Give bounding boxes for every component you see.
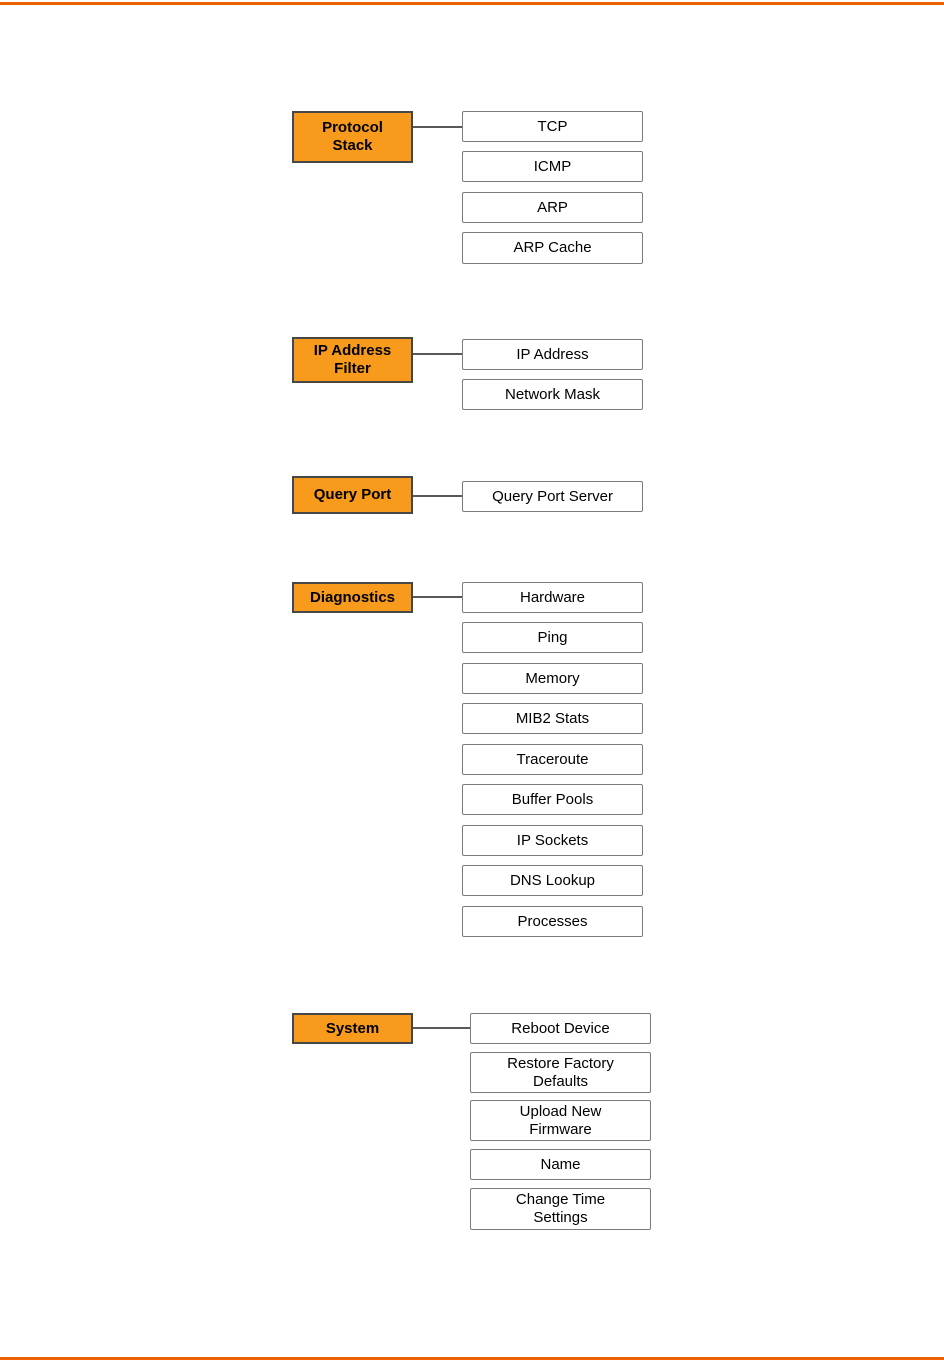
menu-item-traceroute: Traceroute — [462, 744, 643, 775]
menu-item-label: Processes — [517, 912, 588, 930]
menu-item-network-mask: Network Mask — [462, 379, 643, 410]
menu-item-label: Buffer Pools — [511, 790, 594, 808]
menu-item-ip-sockets: IP Sockets — [462, 825, 643, 856]
connector-line — [413, 1027, 470, 1029]
menu-item-upload-new-firmware: Upload New Firmware — [470, 1100, 651, 1141]
menu-item-ip-address: IP Address — [462, 339, 643, 370]
menu-group-protocol-stack: Protocol Stack — [292, 111, 413, 163]
menu-item-label: Restore Factory Defaults — [507, 1054, 614, 1090]
menu-group-label: System — [325, 1019, 380, 1037]
page-top-rule — [0, 2, 944, 5]
menu-item-label: Hardware — [519, 588, 586, 606]
connector-line — [413, 495, 462, 497]
menu-item-arp-cache: ARP Cache — [462, 232, 643, 264]
menu-item-label: Memory — [525, 669, 580, 687]
menu-item-ping: Ping — [462, 622, 643, 653]
menu-item-processes: Processes — [462, 906, 643, 937]
menu-item-dns-lookup: DNS Lookup — [462, 865, 643, 896]
menu-item-memory: Memory — [462, 663, 643, 694]
menu-item-label: Name — [540, 1155, 581, 1173]
menu-group-label: Diagnostics — [309, 588, 396, 606]
menu-item-change-time-settings: Change Time Settings — [470, 1188, 651, 1230]
menu-item-label: Reboot Device — [511, 1019, 610, 1037]
menu-group-system: System — [292, 1013, 413, 1044]
menu-item-label: Change Time Settings — [515, 1191, 606, 1226]
menu-item-mib2-stats: MIB2 Stats — [462, 703, 643, 734]
menu-item-label: Upload New Firmware — [519, 1102, 602, 1138]
menu-item-buffer-pools: Buffer Pools — [462, 784, 643, 815]
menu-item-reboot-device: Reboot Device — [470, 1013, 651, 1044]
menu-group-label: Protocol Stack — [322, 119, 383, 154]
menu-item-label: Traceroute — [516, 750, 589, 768]
menu-item-label: IP Sockets — [516, 831, 589, 849]
menu-group-query-port: Query Port — [292, 476, 413, 514]
menu-group-label: IP Address Filter — [313, 342, 392, 377]
menu-item-query-port-server: Query Port Server — [462, 481, 643, 512]
menu-group-diagnostics: Diagnostics — [292, 582, 413, 613]
connector-line — [413, 126, 462, 128]
connector-line — [413, 353, 462, 355]
menu-item-label: DNS Lookup — [509, 871, 596, 889]
menu-item-label: ICMP — [533, 157, 572, 175]
menu-item-hardware: Hardware — [462, 582, 643, 613]
menu-item-label: ARP — [537, 198, 568, 216]
menu-item-icmp: ICMP — [462, 151, 643, 182]
menu-group-ip-address-filter: IP Address Filter — [292, 337, 413, 383]
menu-item-tcp: TCP — [462, 111, 643, 142]
menu-item-label: Ping — [537, 628, 568, 646]
menu-item-label: Network Mask — [504, 385, 601, 403]
menu-item-label: ARP Cache — [513, 239, 592, 256]
menu-item-arp: ARP — [462, 192, 643, 223]
menu-item-label: IP Address — [516, 345, 589, 363]
page-bottom-rule — [0, 1357, 944, 1360]
menu-item-label: Query Port Server — [492, 487, 613, 505]
connector-line — [413, 596, 462, 598]
menu-group-label: Query Port — [313, 486, 392, 503]
menu-item-label: MIB2 Stats — [515, 709, 590, 727]
menu-item-restore-factory-defaults: Restore Factory Defaults — [470, 1052, 651, 1093]
menu-item-name: Name — [470, 1149, 651, 1180]
menu-item-label: TCP — [537, 117, 568, 135]
